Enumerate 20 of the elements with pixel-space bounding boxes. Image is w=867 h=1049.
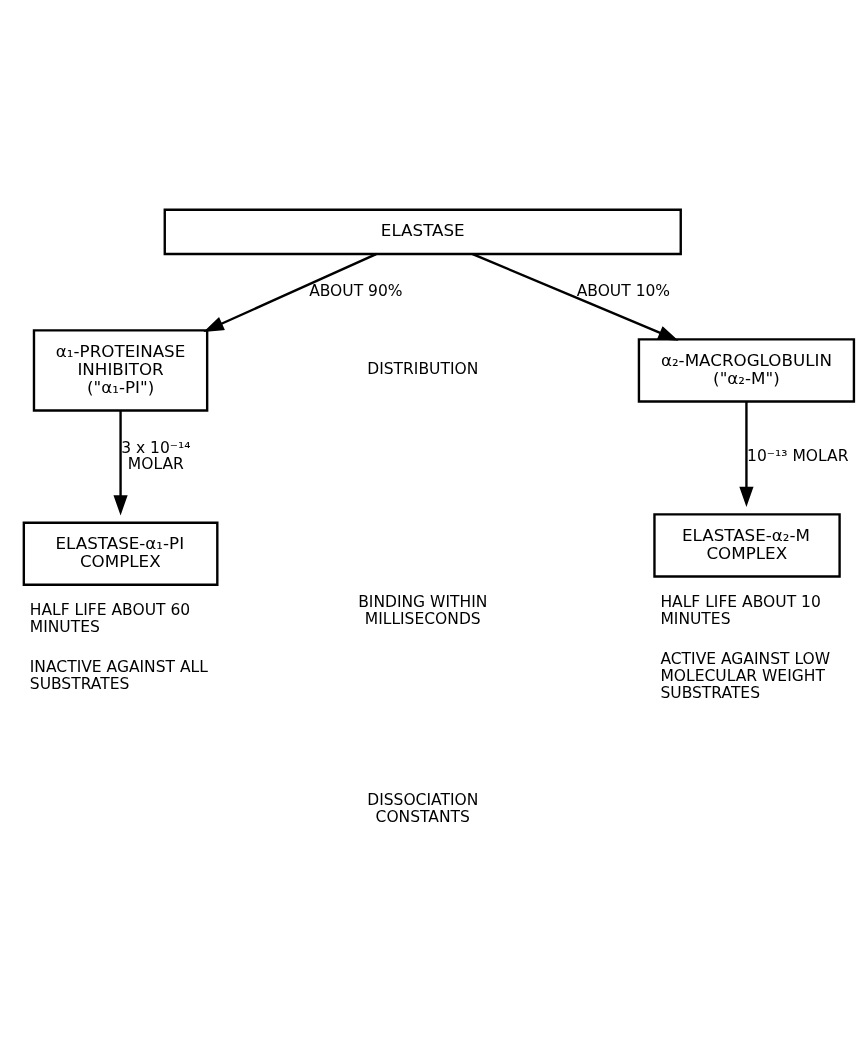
node-box: ELASTASE xyxy=(163,208,682,256)
node-label: ACTIVE AGAINST LOW MOLECULAR WEIGHT SUBSTRATES xyxy=(660,650,831,702)
arrow xyxy=(113,410,128,516)
edge-label: ABOUT 10% xyxy=(576,282,671,301)
node-box: α₁-PROTEINASE INHIBITOR ("α₁-PI") xyxy=(32,329,209,412)
arrow xyxy=(472,252,679,341)
node-label: HALF LIFE ABOUT 10 MINUTES xyxy=(660,592,821,628)
edge-label: 3 x 10⁻¹⁴ MOLAR xyxy=(121,438,191,474)
node-box: α₂-MACROGLOBULIN ("α₂-M") xyxy=(637,338,856,403)
node-box: ELASTASE-α₂-M COMPLEX xyxy=(653,513,841,578)
node-label: HALF LIFE ABOUT 60 MINUTES xyxy=(29,601,191,636)
label: BINDING WITHIN MILLISECONDS xyxy=(358,592,488,628)
node-label: INACTIVE AGAINST ALL SUBSTRATES xyxy=(29,658,208,694)
node-box: ELASTASE-α₁-PI COMPLEX xyxy=(22,521,219,586)
edge-label: 10⁻¹³ MOLAR xyxy=(747,447,849,466)
label: DISSOCIATION CONSTANTS xyxy=(367,791,479,826)
arrow xyxy=(203,252,377,332)
arrow xyxy=(739,401,754,507)
label: DISTRIBUTION xyxy=(367,360,479,379)
edge-label: ABOUT 90% xyxy=(309,282,403,301)
